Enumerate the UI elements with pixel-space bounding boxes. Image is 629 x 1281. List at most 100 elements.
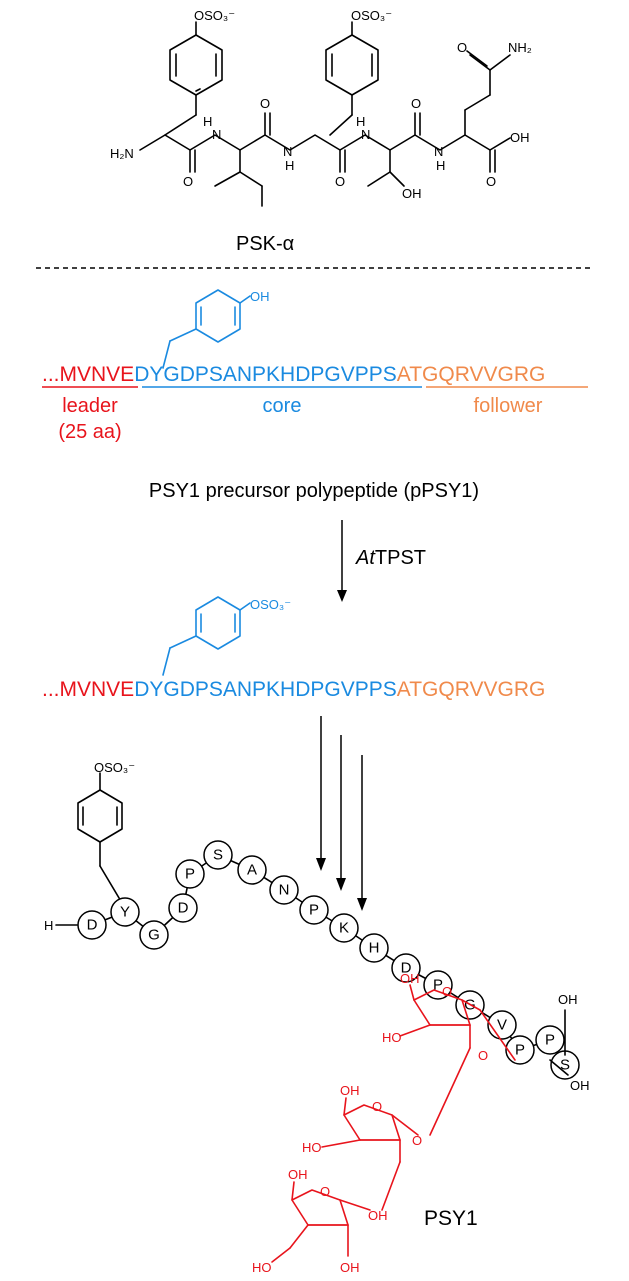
follower-seq: ATGQRVVGRG [397,678,546,701]
residue-7: A [237,855,267,885]
ch2oh-bond [399,1024,431,1037]
amide-nh2-label: NH₂ [508,40,532,55]
o-label: O [260,96,270,111]
residue-circle [175,859,205,889]
sugar-oh-label: OH [400,971,420,986]
sugar-ho-label: HO [302,1140,322,1155]
nh-n-label: N [283,144,292,159]
arabinose-chain [271,984,516,1263]
link-bond-2 [381,1161,401,1211]
alpha-bond [164,114,197,136]
psk-left-ring [164,21,223,136]
residue-letter: P [433,977,443,994]
precursor-tyrosine-ring [162,289,251,369]
ch2-bond [162,340,171,369]
core-seq: DYGDPSANPKHDPGVPPS [134,678,397,701]
gln-carbonyl [466,50,488,67]
gln-side [464,94,491,111]
ch2oh-bond [289,1224,309,1249]
psy1-tyrosine-ring [77,772,126,909]
residue-letter: V [497,1017,507,1034]
nh-h-label: H [203,114,212,129]
oso3-left-label: OSO₃⁻ [194,8,235,23]
furanose-ring-2 [343,1104,401,1141]
ring-hexagon [325,34,379,96]
nh-n-label: N [434,144,443,159]
leader-seq: ...MVNVE [42,363,134,386]
psy1-oso3-label: OSO₃⁻ [94,760,135,775]
o-label: O [183,174,193,189]
processing-arrow-2-head [336,878,346,891]
nh-h-label: H [436,158,445,173]
residue-9: P [299,895,329,925]
sugar-oh-label: OH [340,1260,360,1275]
residue-12: D [391,953,421,983]
residue-circle [139,920,169,950]
sugar-ring-o-label: O [320,1184,330,1199]
residue-1: D [77,910,107,940]
acid-oh-label: OH [510,130,530,145]
anomeric-bond [461,999,481,1011]
sugar-ring-o-label: O [442,984,452,999]
nh-h-label: H [356,114,365,129]
ring-double-bond [195,88,201,92]
residue-6: S [203,840,233,870]
arabinose-labels: OH O HO O OH O HO O OH O OH HO OH [252,971,488,1275]
residue-2: Y [110,897,140,927]
thr-methyl [367,171,391,187]
processing-arrow-1-head [316,858,326,871]
oh-bond [291,1181,295,1201]
gln-amide [489,54,511,71]
oh-bond [409,984,415,1001]
residue-letter: H [369,940,380,957]
anomeric-bond [339,1199,371,1211]
residue-letter: S [213,847,223,864]
residue-circle [359,933,389,963]
follower-seq: ATGQRVVGRG [397,363,546,386]
core-seq: DYGDPSANPKHDPGVPPS [134,363,397,386]
alpha-bond [329,114,353,136]
leader-seq: ...MVNVE [42,678,134,701]
sulfated-tyrosine-ring [162,596,251,676]
residue-chain: DYGDPSANPKHDPGVPPS [77,840,580,1080]
gln-carbonyl [469,54,491,71]
psy1-name: PSY1 [424,1207,478,1230]
residue-letter: P [309,902,319,919]
enzyme-prefix: At [355,547,376,569]
residue-letter: A [247,862,257,879]
sulfated-sequence: ...MVNVEDYGDPSANPKHDPGVPPSATGQRVVGRG [42,678,545,701]
residue-letter: D [401,960,412,977]
residue-letter: P [545,1032,555,1049]
residue-letter: P [515,1042,525,1059]
ch2-bond [162,647,171,676]
leader-length-label: (25 aa) [58,421,121,443]
ser-oh-label: OH [558,992,578,1007]
oh-bond [343,1097,347,1116]
ring-hexagon [169,34,223,96]
sugar-link-o-label: O [412,1133,422,1148]
sugar-ho-label: HO [382,1030,402,1045]
amide-o-label: O [457,40,467,55]
sulfated-oso3-label: OSO₃⁻ [250,597,291,612]
precursor-sequence: ...MVNVEDYGDPSANPKHDPGVPPSATGQRVVGRG [42,363,545,386]
oh-bond [239,295,251,304]
oso3-bond [239,602,251,611]
pro-oh-label: OH [570,1078,590,1093]
sugar-oh-label: OH [340,1083,360,1098]
ring-hexagon [195,289,241,343]
furanose-ring-1 [413,989,471,1026]
pro-oh-bond [549,1059,569,1076]
residue-15: V [487,1010,517,1040]
residue-17: P [535,1025,565,1055]
leader-label: leader [62,395,118,417]
residue-circle [391,953,421,983]
ch2-bond [169,635,197,649]
o-label: O [411,96,421,111]
ch2oh-bond [321,1139,361,1148]
processing-arrow-3-head [357,898,367,911]
residue-11: H [359,933,389,963]
precursor-oh-label: OH [250,289,270,304]
enzyme-label: AtTPST [355,547,426,569]
oso3-right-label: OSO₃⁻ [351,8,392,23]
